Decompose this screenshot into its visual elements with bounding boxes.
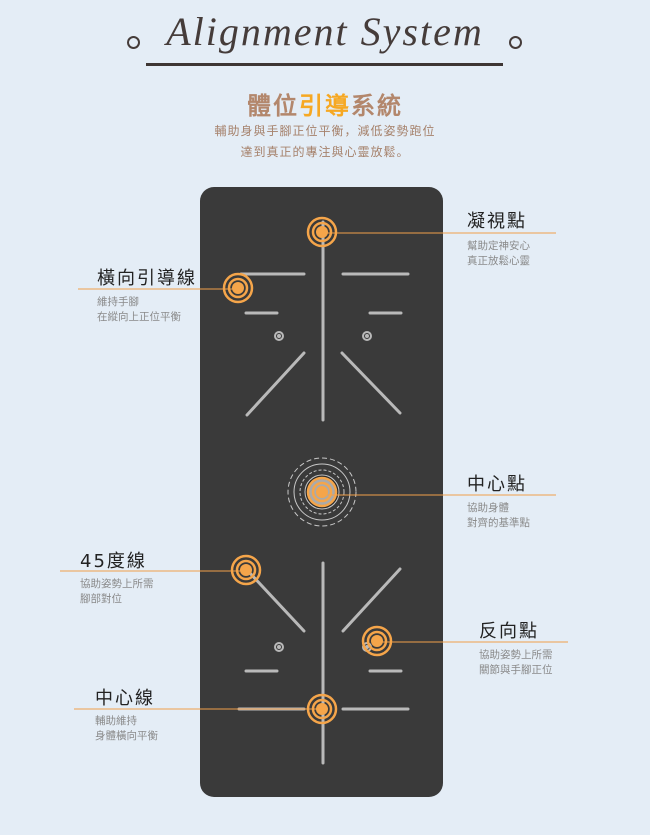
target-marker-icon bbox=[306, 476, 338, 508]
callout-desc-center-line: 輔助維持身體橫向平衡 bbox=[95, 715, 158, 742]
target-marker-icon bbox=[306, 693, 338, 725]
subtitle-line: 達到真正的專注與心靈放鬆。 bbox=[240, 145, 410, 159]
callout-title-gaze-point: 凝視點 bbox=[467, 211, 527, 232]
callout-desc-horizontal-guide: 維持手腳在縱向上正位平衡 bbox=[97, 296, 181, 323]
callout-title-horizontal-guide: 橫向引導線 bbox=[97, 268, 197, 289]
heading-part: 系統 bbox=[351, 92, 403, 120]
callout-lines bbox=[60, 232, 568, 710]
heading-highlight: 引導 bbox=[299, 92, 351, 120]
title-ornament-right bbox=[509, 36, 522, 49]
target-marker-icon bbox=[306, 216, 338, 248]
callout-title-center-point: 中心點 bbox=[467, 474, 527, 495]
callout-desc-center-point: 協助身體對齊的基準點 bbox=[467, 502, 530, 529]
target-marker-icon bbox=[230, 554, 262, 586]
section-heading: 體位引導系統 bbox=[0, 86, 650, 121]
callout-desc-gaze-point: 幫助定神安心真正放鬆心靈 bbox=[467, 240, 530, 267]
callout-desc-45-degree-line: 協助姿勢上所需腳部對位 bbox=[80, 578, 154, 605]
title-divider bbox=[146, 63, 503, 66]
alignment-lines bbox=[237, 220, 410, 765]
callout-title-reverse-point: 反向點 bbox=[479, 621, 539, 642]
target-marker-icon bbox=[361, 625, 393, 657]
target-marker-icon bbox=[222, 272, 254, 304]
subtitle-line: 輔助身與手腳正位平衡，減低姿勢跑位 bbox=[214, 124, 436, 138]
title-ornament-left bbox=[127, 36, 140, 49]
page-title: Alignment System bbox=[166, 9, 484, 54]
heading-part: 體位 bbox=[247, 92, 299, 120]
callout-title-center-line: 中心線 bbox=[95, 688, 155, 709]
callout-title-45-degree-line: 45度線 bbox=[80, 551, 147, 572]
callout-desc-reverse-point: 協助姿勢上所需關節與手腳正位 bbox=[479, 649, 553, 676]
